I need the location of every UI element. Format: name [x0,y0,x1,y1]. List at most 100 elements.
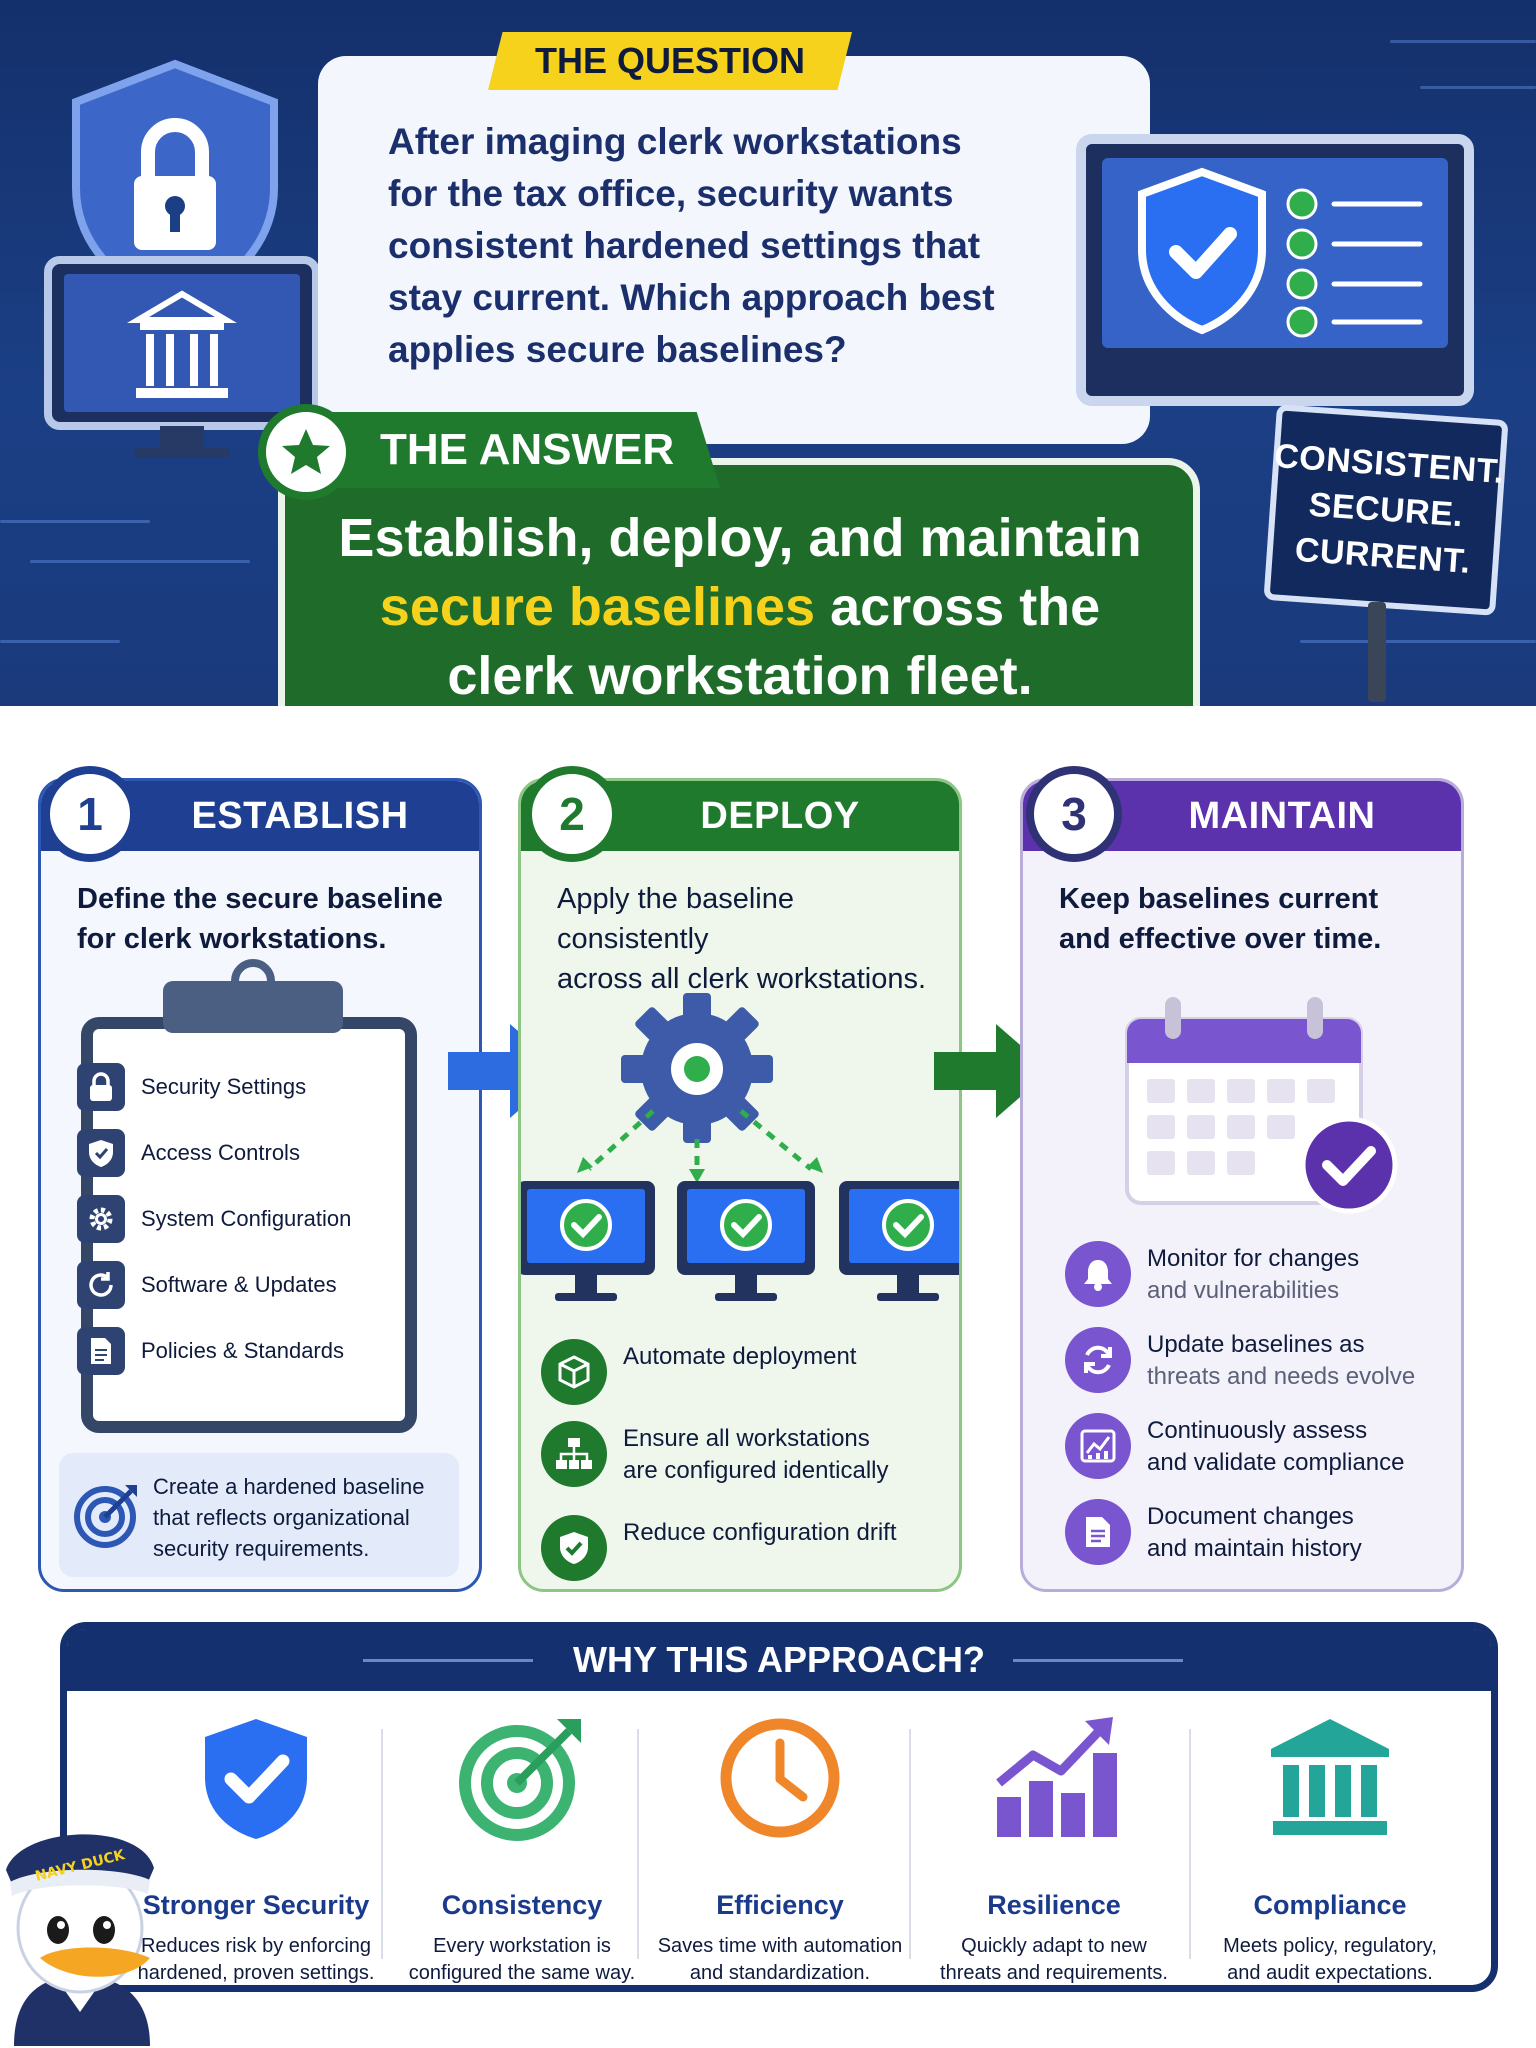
column-divider [637,1729,639,1959]
star-badge-icon [258,404,354,500]
benefit-resilience: Resilience Quickly adapt to new threats … [919,1713,1189,1984]
step-panel-establish: ESTABLISH Define the secure baseline for… [38,778,482,1592]
desc-line: across all clerk workstations. [557,963,927,995]
shield-check-icon [205,1719,307,1839]
document-icon [1065,1499,1131,1565]
column-divider [909,1729,911,1959]
monitor-screen [1102,158,1448,348]
benefit-desc: Quickly adapt to new threats and require… [919,1933,1189,1987]
decor-line [30,560,250,563]
header-rule [1013,1659,1183,1662]
header-rule [363,1659,533,1662]
desc-line: for clerk workstations. [77,923,387,955]
step-number-badge: 1 [42,766,138,862]
answer-card [278,458,1200,706]
note-text: Create a hardened baseline that reflects… [153,1471,453,1564]
desc-line: threats and requirements. [940,1962,1168,1984]
decor-line [1300,640,1536,643]
navy-duck-mascot: NAVY DUCK [6,1834,154,2046]
desc-line: and standardization. [689,1962,871,1984]
benefit-efficiency: Efficiency Saves time with automation an… [645,1713,915,1984]
answer-line-3: clerk workstation fleet. [447,646,1033,706]
why-title: WHY THIS APPROACH? [572,1639,985,1680]
step-description: Keep baselines current and effective ove… [1059,879,1439,959]
deploy-item: Automate deployment [541,1339,856,1405]
item-text: Monitor for changes and vulnerabilities [1147,1241,1359,1307]
desc-line: configured the same way. [408,1962,636,1984]
checklist-label: Security Settings [141,1074,307,1099]
item-line: Document changes [1147,1503,1354,1530]
benefit-name: Compliance [1253,1890,1407,1920]
desc-line: and effective over time. [1059,923,1382,955]
refresh-icon [1065,1327,1131,1393]
desc-line: and audit expectations. [1227,1962,1433,1984]
decor-line [1420,86,1536,89]
note-line: security requirements. [153,1536,370,1561]
checklist-item: Software & Updates [77,1261,337,1309]
workstation-monitor-icon [521,1181,655,1301]
item-text: Continuously assess and validate complia… [1147,1413,1405,1479]
establish-note: Create a hardened baseline that reflects… [59,1453,459,1577]
decor-line [1390,40,1536,43]
why-header: WHY THIS APPROACH? [67,1629,1491,1691]
checklist-label: System Configuration [141,1206,352,1231]
question-line: stay current. Which approach best [388,277,995,318]
benefit-desc: Meets policy, regulatory, and audit expe… [1195,1933,1465,1987]
benefit-name: Resilience [987,1890,1121,1920]
benefit-stronger-security: Stronger Security Reduces risk by enforc… [121,1713,391,1984]
government-building-monitor-icon [44,256,320,458]
benefit-name: Efficiency [716,1890,844,1920]
item-text: Update baselines as threats and needs ev… [1147,1327,1415,1393]
document-icon [77,1327,125,1375]
item-line: Continuously assess [1147,1417,1368,1444]
shield-checklist-icon [1138,167,1423,338]
item-text: Document changes and maintain history [1147,1499,1362,1565]
question-line: applies secure baselines? [388,329,847,370]
item-text: Ensure all workstations are configured i… [623,1421,889,1487]
column-divider [381,1729,383,1959]
desc-line: Reduces risk by enforcing [140,1935,372,1957]
checklist-label: Access Controls [141,1140,300,1165]
checklist-monitor [1076,134,1474,406]
growth-chart-icon [996,1717,1117,1837]
item-line: Update baselines as [1147,1331,1365,1358]
item-text: Automate deployment [623,1339,856,1373]
benefit-desc: Reduces risk by enforcing hardened, prov… [121,1933,391,1987]
benefit-name: Consistency [441,1890,603,1920]
item-text: Reduce configuration drift [623,1515,897,1549]
step-number-badge: 3 [1026,766,1122,862]
shield-icon [77,1129,125,1177]
desc-line: Every workstation is [433,1935,611,1957]
lock-icon [77,1063,125,1111]
step-description: Apply the baseline consistently across a… [557,879,937,999]
target-icon [459,1719,581,1841]
benefit-consistency: Consistency Every workstation is configu… [387,1713,657,1984]
clock-icon [720,1718,840,1838]
item-line: and validate compliance [1147,1449,1405,1476]
target-icon [74,1485,137,1548]
answer-line-2: secure baselines across the [300,573,1180,642]
item-line: Automate deployment [623,1343,857,1370]
answer-line-1: Establish, deploy, and maintain [338,508,1142,568]
question-text: After imaging clerk workstations for the… [388,116,1028,376]
item-line: and vulnerabilities [1147,1277,1340,1304]
note-line: that reflects organizational [153,1505,410,1530]
desc-line: Meets policy, regulatory, [1223,1935,1437,1957]
sign-line: CONSISTENT. [1273,437,1506,492]
bell-icon [1065,1241,1131,1307]
step-panel-maintain: MAINTAIN Keep baselines current and effe… [1020,778,1464,1592]
gear-icon [77,1195,125,1243]
desc-line: hardened, proven settings. [137,1962,375,1984]
deploy-item: Ensure all workstations are configured i… [541,1421,889,1487]
deploy-item: Reduce configuration drift [541,1515,897,1581]
item-line: Ensure all workstations [623,1425,870,1452]
decor-line [0,520,150,523]
item-line: Monitor for changes [1147,1245,1360,1272]
checklist-label: Software & Updates [141,1272,337,1297]
step-title: ESTABLISH [191,794,409,837]
step-description: Define the secure baseline for clerk wor… [77,879,457,959]
desc-line: Keep baselines current [1059,883,1379,915]
step-title: DEPLOY [700,794,860,837]
benefit-compliance: Compliance Meets policy, regulatory, and… [1195,1713,1465,1984]
refresh-icon [77,1261,125,1309]
